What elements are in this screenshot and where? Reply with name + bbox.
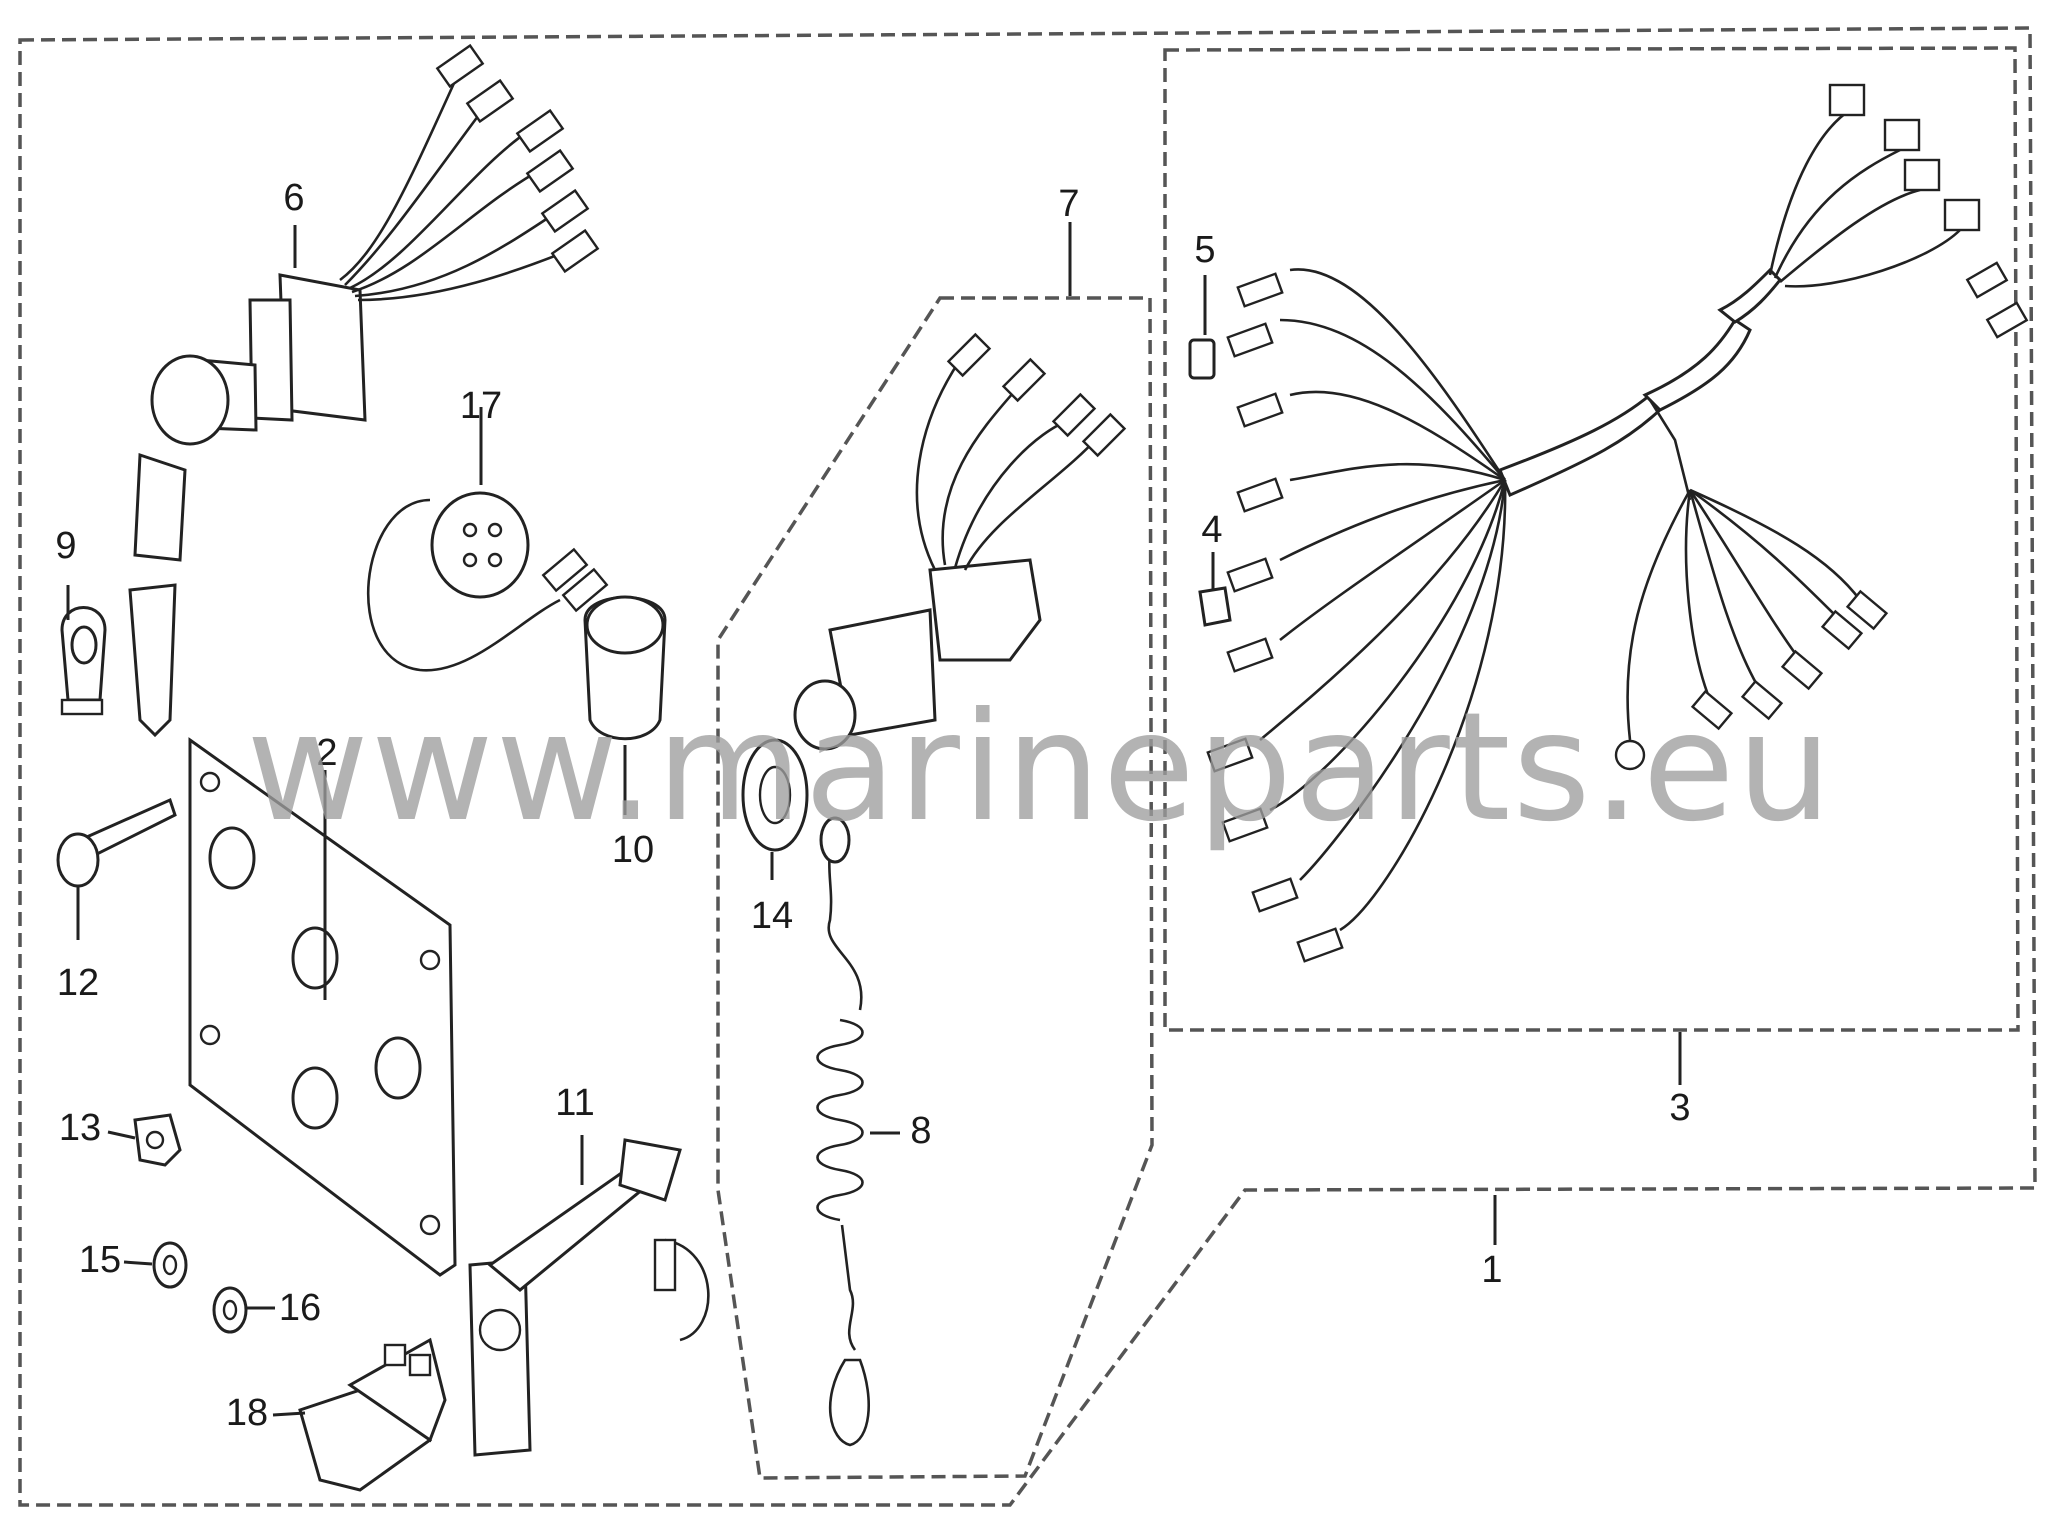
callout-13: 13	[59, 1107, 101, 1149]
nut-part-13	[133, 1113, 182, 1167]
callout-9: 9	[55, 525, 76, 567]
wiring-harness-part-3	[1206, 83, 2029, 963]
callout-2: 2	[316, 732, 337, 774]
callout-15: 15	[79, 1239, 121, 1281]
watermark-text: www.marineparts.eu	[246, 681, 1834, 855]
callout-4: 4	[1201, 509, 1222, 551]
ring-part-10	[583, 595, 667, 741]
leader-lines	[66, 222, 1682, 1417]
ring-nut-part-14	[741, 738, 809, 852]
harness-3-boundary	[1163, 46, 2020, 1032]
callout-17: 17	[460, 385, 502, 427]
washer-part-16	[212, 1286, 248, 1334]
callout-8: 8	[910, 1110, 931, 1152]
callout-18: 18	[226, 1392, 268, 1434]
callout-1: 1	[1481, 1249, 1502, 1291]
callout-5: 5	[1194, 229, 1215, 271]
buzzer-part-17	[366, 491, 609, 672]
key-switch-part-6	[128, 43, 600, 738]
callout-10: 10	[612, 829, 654, 871]
callout-3: 3	[1669, 1087, 1690, 1129]
screw-part-12	[56, 797, 177, 888]
callout-11: 11	[555, 1082, 594, 1124]
lanyard-part-8	[816, 816, 870, 1447]
assembly-7-boundary	[716, 296, 1154, 1480]
clip-part-9	[60, 606, 107, 716]
callout-16: 16	[279, 1287, 321, 1329]
kill-switch-part-7	[793, 332, 1127, 751]
callout-labels: 1 2 3 4 5 6 7 8 9 10 11 12 13 14 15 16 1…	[55, 177, 1690, 1434]
callout-7: 7	[1058, 183, 1079, 225]
bracket-part-11	[468, 1138, 710, 1457]
callout-12: 12	[57, 962, 99, 1004]
connector-part-18	[298, 1337, 447, 1492]
callout-14: 14	[751, 895, 793, 937]
assembly-1-boundary	[18, 26, 2037, 1507]
pin-part-5	[1188, 338, 1216, 380]
callout-6: 6	[283, 177, 304, 219]
washer-part-15	[152, 1241, 188, 1289]
cap-part-4	[1198, 586, 1232, 627]
